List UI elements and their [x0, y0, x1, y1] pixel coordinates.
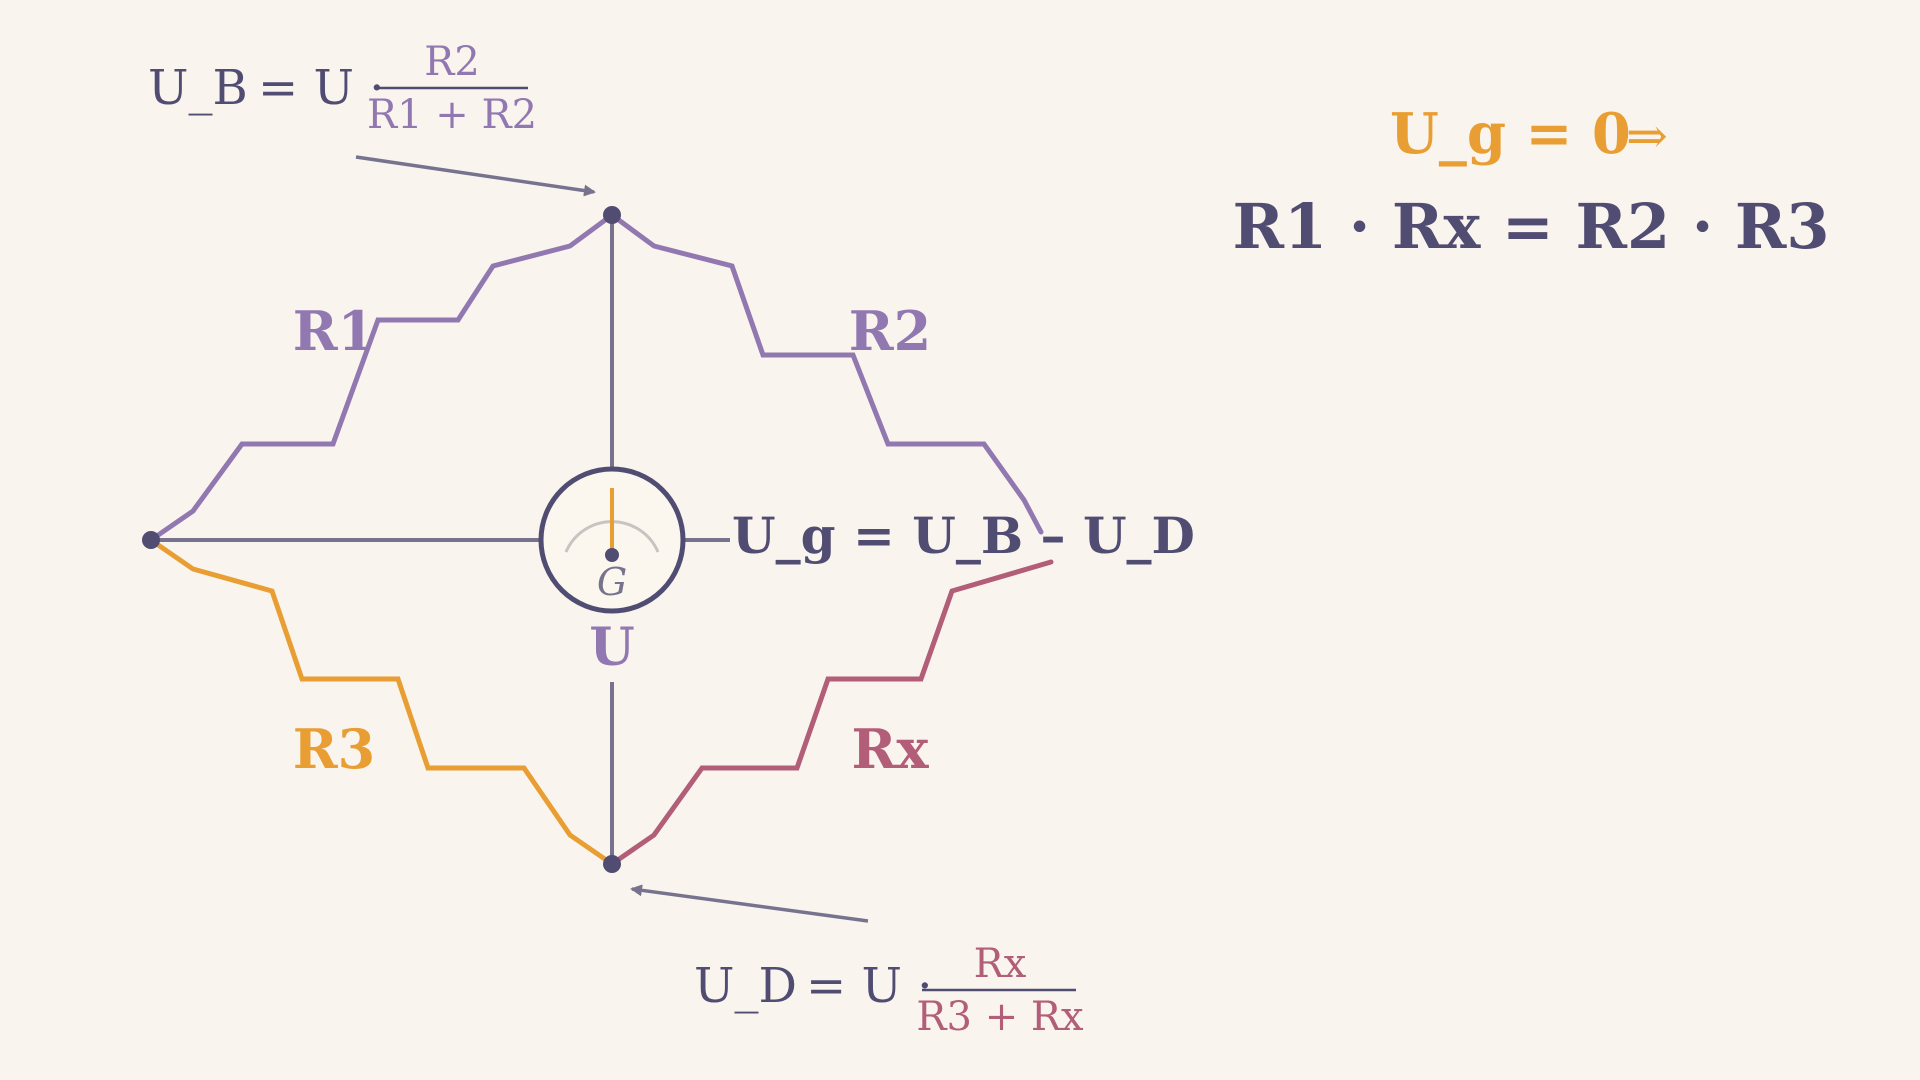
node-d: [603, 855, 621, 873]
resistor-r3: [148, 537, 615, 867]
formula-ug: U_g = U_B – U_D: [732, 506, 1195, 565]
arrow-pointer-icon-bottom: [630, 884, 869, 923]
formula-ub-denominator: R1 + R2: [367, 92, 537, 138]
galvanometer-icon: G: [538, 466, 686, 614]
formula-ub: U_B = U · R2 R1 + R2: [148, 39, 537, 138]
galvanometer-pivot: [605, 548, 619, 562]
label-rx: Rx: [851, 717, 929, 781]
formula-ub-lhs: U_B: [148, 60, 248, 116]
label-r3: R3: [293, 717, 375, 781]
formula-ud-numerator: Rx: [974, 941, 1027, 987]
node-a: [142, 531, 160, 549]
resistor-r1: [148, 212, 615, 543]
balance-condition-text: U_g = 0: [1390, 101, 1631, 167]
label-source-u: U: [589, 617, 634, 678]
formula-ud-equals: = U ·: [806, 958, 932, 1014]
formula-ub-equals: = U ·: [258, 60, 384, 116]
resistor-rx: [609, 559, 1054, 867]
arrow-pointer-icon-top: [355, 155, 596, 197]
formula-ud: U_D = U · Rx R3 + Rx: [694, 941, 1084, 1040]
galvanometer-label: G: [597, 560, 627, 604]
label-r2: R2: [849, 299, 931, 363]
formula-ub-numerator: R2: [424, 39, 480, 85]
resistor-r2: [609, 212, 1044, 535]
formula-ud-denominator: R3 + Rx: [916, 994, 1084, 1040]
label-r1: R1: [293, 299, 375, 363]
node-b: [603, 206, 621, 224]
formula-ud-lhs: U_D: [694, 958, 797, 1014]
balance-condition: U_g = 0 ⇒ R1 · Rx = R2 · R3: [1232, 101, 1829, 263]
implies-symbol: ⇒: [1626, 107, 1668, 165]
balance-result: R1 · Rx = R2 · R3: [1232, 190, 1829, 263]
